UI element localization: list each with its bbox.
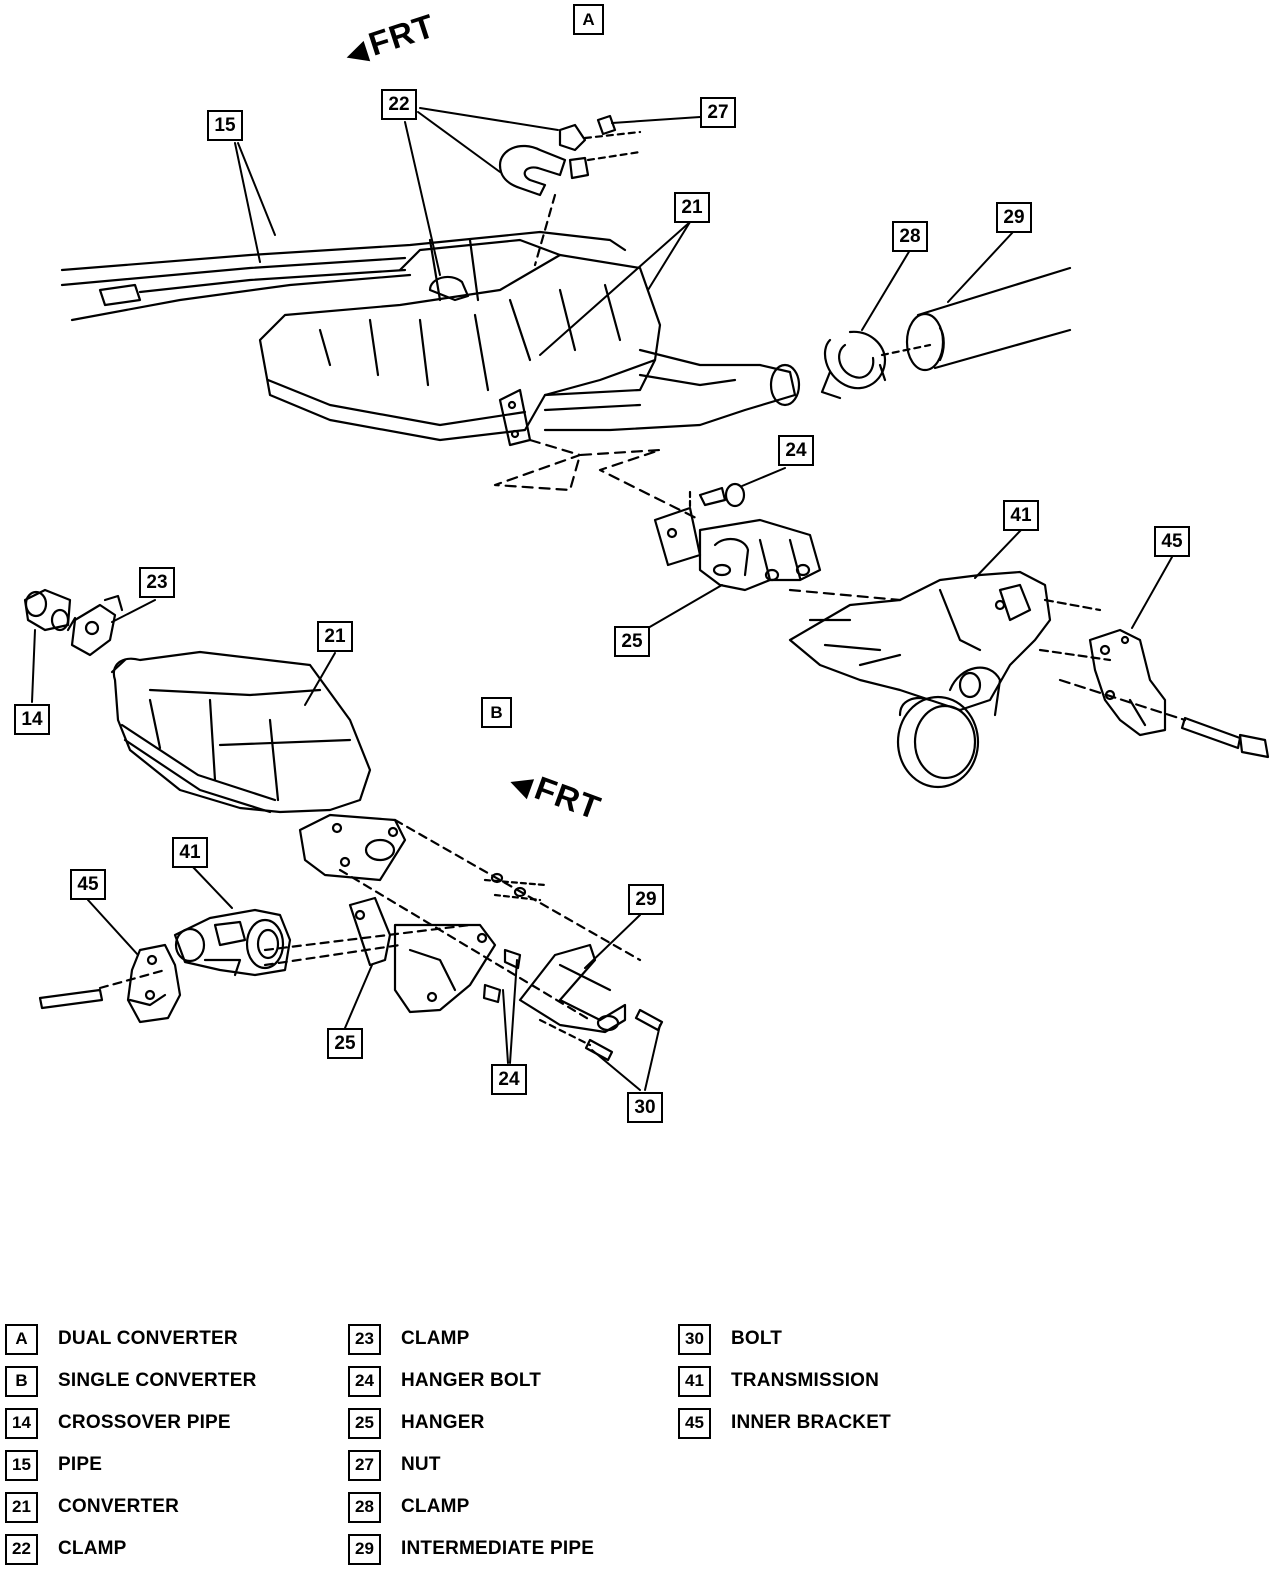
leader-lines-b — [31, 599, 661, 1091]
callout-45-inner-bracket-b: 45 — [70, 869, 106, 900]
inner-bracket-45-drawing — [1058, 628, 1270, 759]
legend-row: 15 PIPE — [5, 1444, 257, 1486]
callout-25-hanger-a: 25 — [614, 626, 650, 657]
legend-label: BOLT — [731, 1328, 783, 1349]
callout-30-bolt: 30 — [627, 1092, 663, 1123]
legend-key: 24 — [348, 1365, 381, 1397]
callout-24-hanger-bolt-b: 24 — [491, 1064, 527, 1095]
legend-row: 41 TRANSMISSION — [678, 1360, 891, 1402]
legend-label: HANGER — [401, 1412, 485, 1433]
legend-key: 29 — [348, 1533, 381, 1565]
legend-key: A — [5, 1323, 38, 1355]
legend-key: 28 — [348, 1491, 381, 1523]
legend-key: 25 — [348, 1407, 381, 1439]
legend-label: CROSSOVER PIPE — [58, 1412, 231, 1433]
legend-key: 22 — [5, 1533, 38, 1565]
legend-key: 23 — [348, 1323, 381, 1355]
clamp-28-drawing — [820, 330, 932, 400]
legend-key: 14 — [5, 1407, 38, 1439]
legend-label: CLAMP — [58, 1538, 127, 1559]
pipe-15-drawing — [60, 230, 627, 322]
hanger-25-drawing — [653, 482, 822, 592]
callout-27-nut: 27 — [700, 97, 736, 128]
callout-29-intermediate-pipe-a: 29 — [996, 202, 1032, 233]
clamp-22-drawing — [428, 114, 642, 302]
legend-row: 29 INTERMEDIATE PIPE — [348, 1528, 594, 1570]
legend-label: DUAL CONVERTER — [58, 1328, 238, 1349]
legend-row: 21 CONVERTER — [5, 1486, 257, 1528]
leader-lines-a — [234, 107, 1173, 629]
hanger-25-b-drawing — [263, 896, 522, 1014]
legend-key: 45 — [678, 1407, 711, 1439]
legend-key: 41 — [678, 1365, 711, 1397]
legend-label: TRANSMISSION — [731, 1370, 880, 1391]
inner-bracket-45-b-drawing — [38, 943, 182, 1024]
legend-row: A DUAL CONVERTER — [5, 1318, 257, 1360]
legend-key: 21 — [5, 1491, 38, 1523]
callout-24-hanger-bolt-a: 24 — [778, 435, 814, 466]
callout-22-clamp: 22 — [381, 89, 417, 120]
legend-row: B SINGLE CONVERTER — [5, 1360, 257, 1402]
single-converter-21-drawing — [110, 650, 372, 814]
legend-key: 27 — [348, 1449, 381, 1481]
legend-column-3: 30 BOLT 41 TRANSMISSION 45 INNER BRACKET — [678, 1318, 891, 1444]
legend-label: CLAMP — [401, 1496, 470, 1517]
legend-column-1: A DUAL CONVERTER B SINGLE CONVERTER 14 CROS… — [5, 1318, 257, 1570]
legend-row: 23 CLAMP — [348, 1318, 594, 1360]
legend-row: 28 CLAMP — [348, 1486, 594, 1528]
legend-label: INTERMEDIATE PIPE — [401, 1538, 595, 1559]
callout-21-converter-b: 21 — [317, 621, 353, 652]
hanger-path-dashed — [493, 438, 702, 522]
legend-row: 14 CROSSOVER PIPE — [5, 1402, 257, 1444]
callout-21-converter-a: 21 — [674, 192, 710, 223]
callout-23-clamp: 23 — [139, 567, 175, 598]
callout-14-crossover-pipe: 14 — [14, 704, 50, 735]
legend-row: 22 CLAMP — [5, 1528, 257, 1570]
legend-label: SINGLE CONVERTER — [58, 1370, 257, 1391]
callout-41-transmission-b: 41 — [172, 837, 208, 868]
legend-row: 30 BOLT — [678, 1318, 891, 1360]
callout-45-inner-bracket-a: 45 — [1154, 526, 1190, 557]
legend-row: 27 NUT — [348, 1444, 594, 1486]
legend-label: HANGER BOLT — [401, 1370, 542, 1391]
section-marker-a: A — [573, 4, 604, 35]
legend-key: B — [5, 1365, 38, 1397]
dual-converter-21-drawing — [258, 238, 662, 442]
legend-label: CLAMP — [401, 1328, 470, 1349]
crossover-pipe-14-drawing — [23, 588, 72, 632]
legend-label: CONVERTER — [58, 1496, 180, 1517]
legend-key: 30 — [678, 1323, 711, 1355]
callout-41-transmission-a: 41 — [1003, 500, 1039, 531]
legend-row: 45 INNER BRACKET — [678, 1402, 891, 1444]
callout-15-pipe: 15 — [207, 110, 243, 141]
transmission-41-b-drawing — [173, 908, 292, 977]
converter-flange-drawing — [298, 813, 642, 1022]
legend-row: 25 HANGER — [348, 1402, 594, 1444]
y-pipe-outlet-drawing — [498, 348, 801, 447]
callout-25-hanger-b: 25 — [327, 1028, 363, 1059]
parts-legend: A DUAL CONVERTER B SINGLE CONVERTER 14 CROS… — [0, 1318, 1280, 1578]
legend-label: NUT — [401, 1454, 441, 1475]
callout-29-intermediate-pipe-b: 29 — [628, 884, 664, 915]
transmission-41-drawing — [788, 570, 1112, 789]
legend-key: 15 — [5, 1449, 38, 1481]
clamp-23-drawing — [66, 594, 124, 657]
legend-row: 24 HANGER BOLT — [348, 1360, 594, 1402]
intermediate-pipe-29-drawing — [905, 266, 1072, 372]
section-marker-b: B — [481, 697, 512, 728]
callout-28-clamp: 28 — [892, 221, 928, 252]
legend-label: PIPE — [58, 1454, 103, 1475]
legend-label: INNER BRACKET — [731, 1412, 891, 1433]
